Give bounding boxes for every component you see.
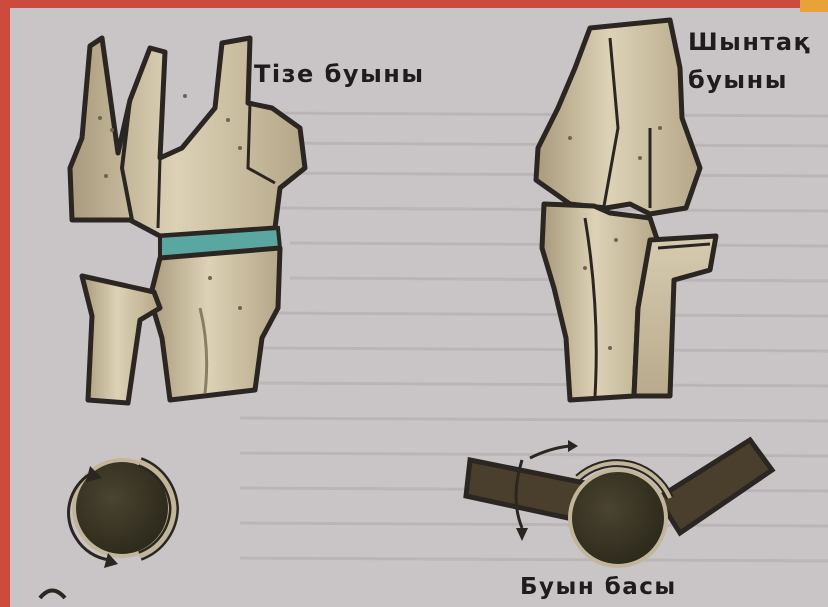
elbow-joint-label-line1: Шынтақ — [688, 28, 811, 56]
elbow-joint-label-line2: буыны — [688, 66, 788, 94]
corner-accent — [800, 0, 828, 12]
illustration-page: Тізе буыны Шынтақ буыны Буын басы — [10, 8, 828, 607]
joint-head-label: Буын басы — [520, 574, 677, 600]
knee-joint-drawing — [70, 38, 305, 403]
articular-head-diagram — [466, 440, 772, 566]
knee-joint-label: Тізе буыны — [254, 60, 425, 88]
ball-joint-diagram — [40, 460, 174, 598]
